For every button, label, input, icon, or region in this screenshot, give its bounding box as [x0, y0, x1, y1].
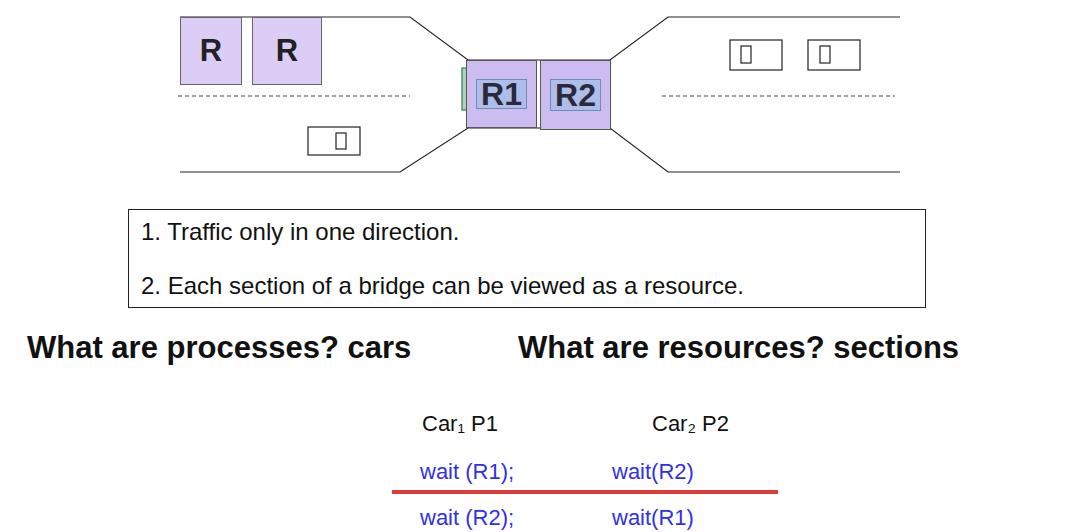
- column-header: Car₂ P2: [652, 411, 729, 437]
- car-window: [820, 46, 830, 63]
- code-line: wait (R1);: [420, 459, 514, 485]
- code-line: wait(R2): [612, 459, 694, 485]
- question-text: What are processes? cars: [27, 330, 411, 366]
- resource-label: R: [200, 33, 222, 69]
- small-car: [730, 40, 782, 70]
- question-text: What are resources? sections: [518, 330, 959, 366]
- small-car: [308, 127, 360, 155]
- column-header: Car₁ P1: [422, 411, 498, 437]
- car-window: [741, 46, 751, 63]
- car-window: [336, 133, 346, 149]
- small-car: [808, 40, 860, 70]
- note-box: 1. Traffic only in one direction. 2. Each…: [128, 209, 926, 308]
- code-line: wait (R2);: [420, 505, 514, 531]
- bridge-section: R2: [540, 60, 611, 130]
- note-line: 2. Each section of a bridge can be viewe…: [141, 272, 744, 300]
- resource-label: R1: [481, 76, 522, 113]
- lane-divider: [662, 95, 895, 96]
- resource-label: R: [276, 33, 298, 69]
- resource-label: R2: [555, 77, 596, 114]
- code-line: wait(R1): [612, 505, 694, 531]
- lane-divider: [178, 95, 410, 96]
- separator-line: [392, 490, 778, 494]
- note-line: 1. Traffic only in one direction.: [141, 218, 459, 246]
- bridge-section: R1: [466, 60, 537, 128]
- car-box: R: [252, 17, 322, 85]
- car-box: R: [180, 17, 242, 85]
- road-bottom-edge: [180, 128, 900, 172]
